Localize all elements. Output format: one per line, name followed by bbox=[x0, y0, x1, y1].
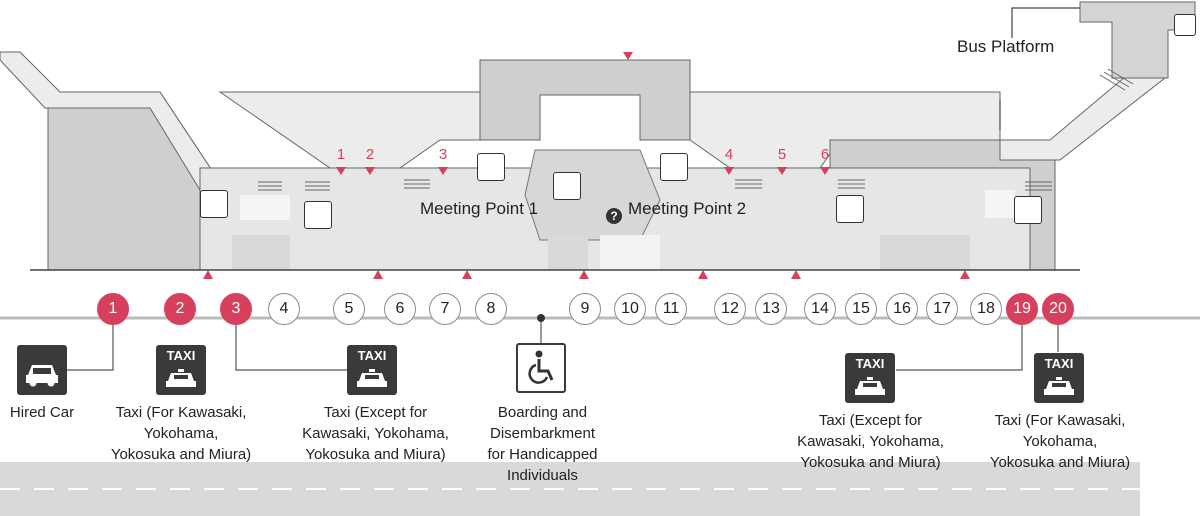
taxi-icon bbox=[1044, 377, 1074, 395]
car-sign bbox=[17, 345, 67, 395]
taxi-sign-label: TAXI bbox=[357, 348, 387, 363]
stop-marker: 11 bbox=[655, 293, 687, 325]
stop-marker: 10 bbox=[614, 293, 646, 325]
exit-number: 4 bbox=[724, 146, 734, 163]
exit-number: 3 bbox=[438, 146, 448, 163]
taxi-left-2-label: Taxi (Except for Kawasaki, Yokohama, Yok… bbox=[288, 402, 463, 465]
elevator-icon bbox=[200, 190, 228, 218]
label-line: Kawasaki, Yokohama, bbox=[302, 425, 449, 442]
elevator-icon bbox=[1174, 14, 1196, 36]
elevator-icon bbox=[304, 201, 332, 229]
exit-number: 1 bbox=[336, 146, 346, 163]
help-icon: ? bbox=[606, 208, 622, 224]
stop-marker: 12 bbox=[714, 293, 746, 325]
west-wing bbox=[47, 91, 216, 271]
exit-number: 2 bbox=[365, 146, 375, 163]
accessible-sign bbox=[516, 343, 566, 393]
taxi-icon bbox=[166, 369, 196, 387]
stop-marker: 17 bbox=[926, 293, 958, 325]
escalator-icon bbox=[258, 68, 1134, 191]
stop-marker: 6 bbox=[384, 293, 416, 325]
label-line: Yokosuka and Miura) bbox=[800, 454, 941, 471]
taxi-sign: TAXI bbox=[1034, 353, 1084, 403]
exit-number: 6 bbox=[820, 146, 830, 163]
label-line: Taxi (For Kawasaki, bbox=[115, 404, 247, 421]
bus-platform-building bbox=[1079, 1, 1196, 79]
label-line: Yokohama, bbox=[1022, 433, 1098, 450]
label-line: Taxi (Except for bbox=[818, 412, 923, 429]
label-line: Taxi (For Kawasaki, bbox=[994, 412, 1126, 429]
hired-car-label: Hired Car bbox=[9, 404, 75, 421]
car-icon bbox=[26, 365, 58, 387]
label-line: Yokohama, bbox=[143, 425, 219, 442]
meeting-point-1-label: Meeting Point 1 bbox=[420, 199, 539, 218]
label-line: Yokosuka and Miura) bbox=[989, 454, 1131, 471]
stop-marker: 13 bbox=[755, 293, 787, 325]
stop-marker: 7 bbox=[429, 293, 461, 325]
taxi-sign-label: TAXI bbox=[166, 348, 196, 363]
stop-marker: 18 bbox=[970, 293, 1002, 325]
label-line: Kawasaki, Yokohama, bbox=[797, 433, 944, 450]
stop-marker: 9 bbox=[569, 293, 601, 325]
taxi-icon bbox=[855, 377, 885, 395]
stop-marker: 2 bbox=[164, 293, 196, 325]
exit-number: 5 bbox=[777, 146, 787, 163]
label-line: for Handicapped bbox=[487, 446, 598, 463]
elevator-icon bbox=[1014, 196, 1042, 224]
accessible-label: Boarding and Disembarkment for Handicapp… bbox=[470, 402, 615, 486]
label-line: Taxi (Except for bbox=[323, 404, 428, 421]
entrance-markers bbox=[203, 52, 970, 279]
taxi-sign: TAXI bbox=[156, 345, 206, 395]
bus-platform-label: Bus Platform bbox=[957, 37, 1055, 56]
taxi-left-1-label: Taxi (For Kawasaki, Yokohama, Yokosuka a… bbox=[96, 402, 266, 465]
stop-marker: 16 bbox=[886, 293, 918, 325]
elevator-icon bbox=[660, 153, 688, 181]
elevator-icon bbox=[477, 153, 505, 181]
stop-marker: 3 bbox=[220, 293, 252, 325]
taxi-sign-label: TAXI bbox=[1044, 356, 1074, 371]
taxi-right-1-label: Taxi (Except for Kawasaki, Yokohama, Yok… bbox=[783, 410, 958, 473]
taxi-sign: TAXI bbox=[347, 345, 397, 395]
stop-marker: 14 bbox=[804, 293, 836, 325]
label-line: Individuals bbox=[507, 467, 578, 484]
taxi-sign-label: TAXI bbox=[855, 356, 885, 371]
stop-marker: 15 bbox=[845, 293, 877, 325]
central-atrium bbox=[524, 149, 661, 241]
elevator-icon bbox=[553, 172, 581, 200]
stop-marker: 4 bbox=[268, 293, 300, 325]
elevator-icon bbox=[836, 195, 864, 223]
stop-marker: 8 bbox=[475, 293, 507, 325]
meeting-point-2-label: Meeting Point 2 bbox=[628, 199, 747, 218]
taxi-sign: TAXI bbox=[845, 353, 895, 403]
label-line: Yokosuka and Miura) bbox=[305, 446, 446, 463]
label-line: Boarding and bbox=[497, 404, 588, 421]
label-line: Disembarkment bbox=[489, 425, 596, 442]
label-line: Yokosuka and Miura) bbox=[110, 446, 252, 463]
stop-marker: 1 bbox=[97, 293, 129, 325]
stop-marker: 20 bbox=[1042, 293, 1074, 325]
wheelchair-icon bbox=[528, 350, 554, 384]
center-upper-building bbox=[479, 59, 691, 141]
taxi-right-2-label: Taxi (For Kawasaki, Yokohama, Yokosuka a… bbox=[975, 410, 1145, 473]
stop-marker: 19 bbox=[1006, 293, 1038, 325]
taxi-icon bbox=[357, 369, 387, 387]
stop-marker: 5 bbox=[333, 293, 365, 325]
